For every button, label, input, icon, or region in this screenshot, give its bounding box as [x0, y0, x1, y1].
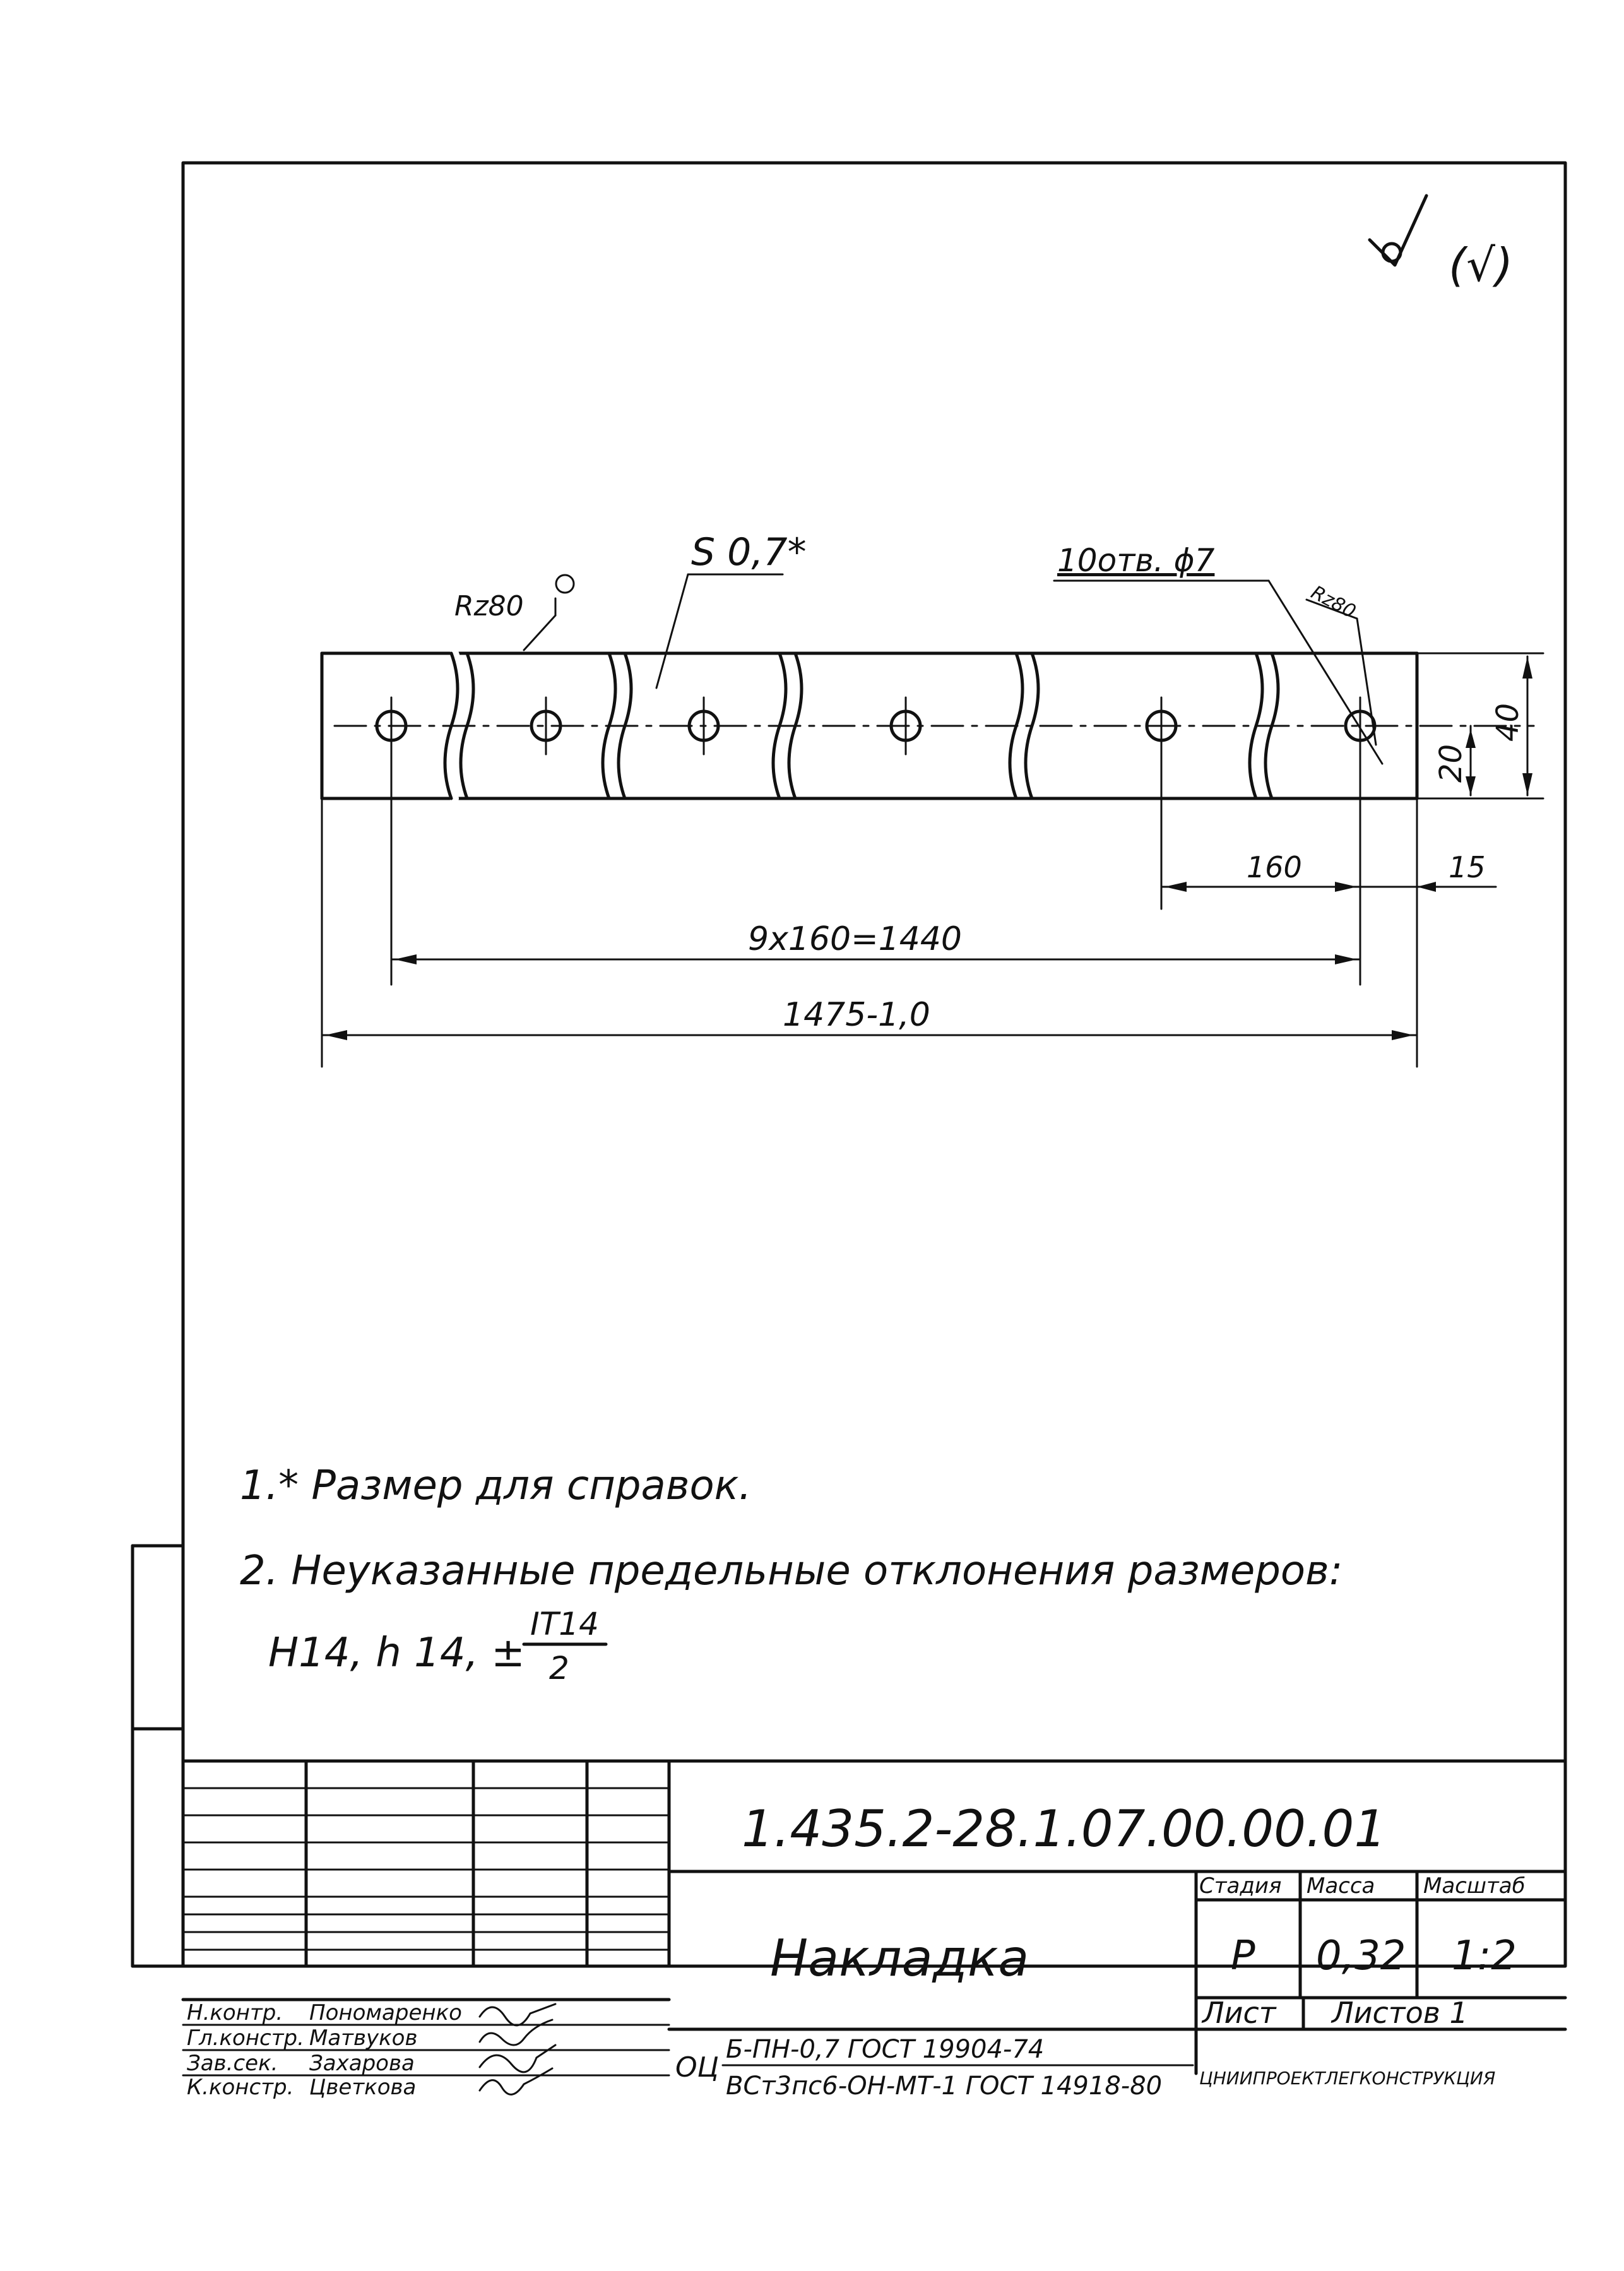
name-cell: Матвуков — [309, 2025, 418, 2051]
roughness-left-label: Rz80 — [454, 590, 524, 622]
hole — [1344, 696, 1377, 756]
organization: ЦНИИПРОЕКТЛЕГКОНСТРУКЦИЯ — [1199, 2068, 1495, 2089]
binding-strip — [131, 1544, 185, 1968]
holes — [375, 696, 1377, 756]
sheet-label: Лист — [1201, 1996, 1277, 2030]
extension-lines — [321, 753, 1418, 1068]
thickness-label: S 0,7* — [691, 530, 807, 574]
material-top: Б-ПН-0,7 ГОСТ 19904-74 — [726, 2035, 1044, 2064]
holes-label: 10отв. ϕ7 — [1057, 542, 1215, 579]
handwritten-signatures — [478, 2003, 557, 2096]
hole — [530, 696, 562, 756]
note-3: H14, h 14, ± — [268, 1630, 525, 1676]
roughness-right-label: Rz80 — [1307, 581, 1359, 623]
height-total-label: 40 — [1490, 703, 1526, 742]
chain-dimension — [390, 954, 1361, 964]
note-1: 1.* Размер для справок. — [240, 1462, 752, 1509]
designation: 1.435.2-28.1.07.00.00.01 — [742, 1800, 1386, 1858]
holes-leader — [1053, 579, 1384, 765]
role-cell: Гл.констр. — [187, 2025, 304, 2051]
roughness-symbol-icon — [1368, 194, 1428, 267]
pitch-label: 160 — [1247, 850, 1302, 884]
scale-header: Масштаб — [1423, 1873, 1526, 1899]
roughness-right-leader — [1305, 598, 1377, 746]
roughness-left-leader — [523, 574, 575, 651]
total-length-label: 1475-1,0 — [783, 996, 930, 1034]
name-cell: Цветкова — [309, 2075, 416, 2100]
material-prefix: ОЦ — [675, 2051, 719, 2084]
hole — [687, 696, 720, 756]
scale-value: 1:2 — [1452, 1933, 1517, 1979]
mass-value: 0,32 — [1316, 1933, 1406, 1979]
roughness-general: (√) — [1449, 239, 1513, 292]
part-name: Накладка — [770, 1929, 1029, 1988]
mass-header: Масса — [1307, 1873, 1375, 1899]
sheets-label: Листов 1 — [1331, 1996, 1468, 2030]
name-cell: Захарова — [309, 2051, 415, 2076]
hole — [375, 696, 408, 756]
role-cell: Зав.сек. — [187, 2051, 278, 2076]
note-2: 2. Неуказанные предельные отклонения раз… — [240, 1548, 1342, 1594]
stage-header: Стадия — [1199, 1873, 1281, 1899]
name-cell: Пономаренко — [309, 2000, 462, 2025]
height-half-label: 20 — [1433, 744, 1469, 783]
edge-label: 15 — [1449, 850, 1486, 884]
role-cell: Н.контр. — [187, 2000, 283, 2025]
role-cell: К.констр. — [187, 2075, 293, 2100]
title-block — [181, 1759, 1567, 2075]
signature-rows: Н.контр. Пономаренко Гл.констр. Матвуков… — [182, 2000, 670, 2100]
hole — [1145, 696, 1178, 756]
hole — [889, 696, 922, 756]
sheet-frame — [181, 161, 1567, 1968]
height-dimensions — [1416, 652, 1544, 800]
edge-dimension — [1359, 882, 1497, 892]
tolerance-denominator: 2 — [549, 1650, 569, 1687]
chain-label: 9x160=1440 — [748, 920, 962, 958]
thickness-leader — [655, 573, 784, 689]
pitch-dimension — [1160, 882, 1361, 892]
stage-value: Р — [1231, 1933, 1255, 1979]
material-bottom: ВСт3пс6-ОН-МТ-1 ГОСТ 14918-80 — [726, 2072, 1162, 2101]
tolerance-numerator: IT14 — [530, 1606, 599, 1642]
total-dimension — [321, 1030, 1418, 1040]
